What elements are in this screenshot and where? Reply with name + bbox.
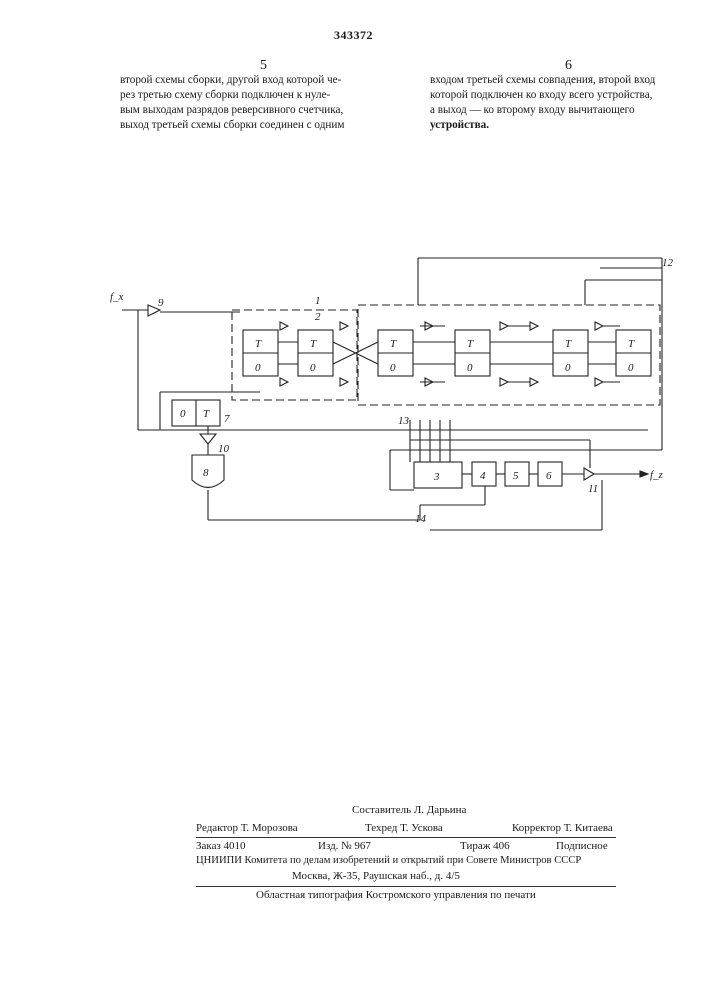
techred: Техред Т. Ускова	[365, 822, 443, 834]
gate	[280, 378, 288, 386]
label-12: 12	[662, 257, 674, 269]
trigger-3: T 0	[378, 330, 413, 376]
left-text-line: рез третью схему сборки подключен к нуле…	[120, 88, 420, 103]
label-14: 14	[415, 513, 427, 525]
svg-text:0: 0	[180, 408, 186, 420]
svg-text:6: 6	[546, 470, 552, 482]
dashed-block-1	[232, 310, 357, 400]
gate-10	[200, 434, 216, 444]
circulation: Тираж 406	[460, 840, 510, 852]
svg-text:0: 0	[565, 362, 571, 374]
input-label: f_x	[110, 291, 124, 303]
gate	[500, 322, 508, 330]
right-text-column: входом третьей схемы совпадения, второй …	[430, 73, 707, 133]
block-4: 4	[472, 462, 496, 486]
left-column-number: 5	[260, 58, 267, 74]
trigger-4: T 0	[455, 330, 490, 376]
svg-text:T: T	[565, 338, 572, 350]
svg-text:T: T	[310, 338, 317, 350]
right-text-line: а выход — ко второму входу вычитающего	[430, 103, 707, 118]
svg-text:0: 0	[467, 362, 473, 374]
trigger-7: 0 T	[172, 400, 220, 426]
left-text-column: второй схемы сборки, другой вход которой…	[120, 73, 420, 133]
trigger-5: T 0	[553, 330, 588, 376]
svg-text:0: 0	[390, 362, 396, 374]
block-5: 5	[505, 462, 529, 486]
label-11: 11	[588, 483, 598, 495]
block-3: 3	[414, 462, 462, 488]
trigger-2: T 0	[298, 330, 333, 376]
svg-text:T: T	[203, 408, 210, 420]
svg-text:0: 0	[310, 362, 316, 374]
patent-number: 343372	[0, 28, 707, 43]
trigger-1: T 0	[243, 330, 278, 376]
dashed-block-2	[358, 305, 660, 405]
svg-text:4: 4	[480, 470, 486, 482]
circuit-diagram: f_x 9 1 2 T 0 T 0 T 0 T 0 T 0 T 0	[0, 240, 707, 540]
subscription: Подписное	[556, 840, 608, 852]
edition: Изд. № 967	[318, 840, 371, 852]
gate	[340, 378, 348, 386]
svg-text:T: T	[255, 338, 262, 350]
svg-text:5: 5	[513, 470, 519, 482]
svg-text:0: 0	[255, 362, 261, 374]
address: Москва, Ж-35, Раушская наб., д. 4/5	[292, 870, 460, 882]
gate	[530, 378, 538, 386]
left-text-line: вым выходам разрядов реверсивного счетчи…	[120, 103, 420, 118]
label-13: 13	[398, 415, 410, 427]
gate	[340, 322, 348, 330]
gate	[530, 322, 538, 330]
gate	[595, 322, 603, 330]
svg-text:3: 3	[433, 471, 440, 483]
printer: Областная типография Костромского управл…	[256, 889, 536, 901]
gate	[595, 378, 603, 386]
left-text-line: выход третьей схемы сборки соединен с од…	[120, 118, 420, 133]
svg-text:T: T	[390, 338, 397, 350]
right-text-line: входом третьей схемы совпадения, второй …	[430, 73, 707, 88]
divider	[196, 837, 616, 838]
label-8: 8	[203, 467, 209, 479]
label-9: 9	[158, 297, 164, 309]
label-1: 1	[315, 295, 321, 307]
gate	[280, 322, 288, 330]
order: Заказ 4010	[196, 840, 246, 852]
label-7: 7	[224, 413, 230, 425]
gate-11	[584, 468, 594, 480]
svg-text:0: 0	[628, 362, 634, 374]
gate	[500, 378, 508, 386]
divider	[196, 886, 616, 887]
institute: ЦНИИПИ Комитета по делам изобретений и о…	[196, 855, 581, 866]
svg-text:T: T	[467, 338, 474, 350]
label-2: 2	[315, 311, 321, 323]
output-label: f_z	[650, 469, 664, 481]
right-column-number: 6	[565, 58, 572, 74]
corrector: Корректор Т. Китаева	[512, 822, 613, 834]
editor: Редактор Т. Морозова	[196, 822, 298, 834]
left-text-line: второй схемы сборки, другой вход которой…	[120, 73, 420, 88]
compiler: Составитель Л. Дарьина	[352, 804, 466, 816]
right-text-line: устройства.	[430, 118, 707, 133]
label-10: 10	[218, 443, 230, 455]
trigger-6: T 0	[616, 330, 651, 376]
block-6: 6	[538, 462, 562, 486]
svg-text:T: T	[628, 338, 635, 350]
right-text-line: которой подключен ко входу всего устройс…	[430, 88, 707, 103]
